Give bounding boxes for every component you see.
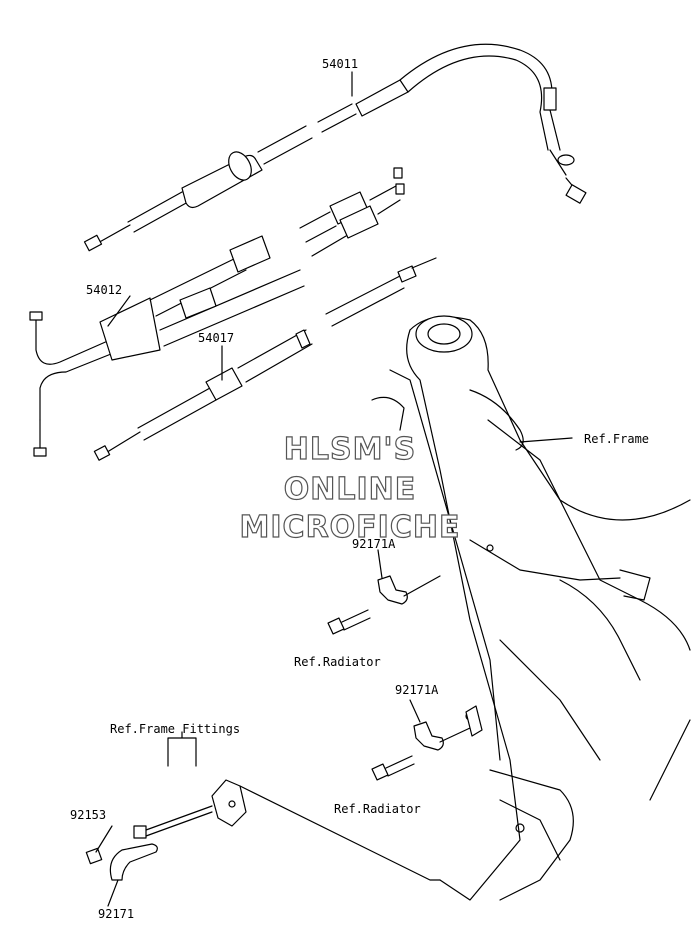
ref-radiator-label-upper: Ref.Radiator (294, 655, 381, 669)
clamp-92171a-lower (413, 705, 483, 751)
cable-54012 (29, 167, 405, 457)
part-number-54017: 54017 (198, 331, 234, 345)
part-number-54012: 54012 (86, 283, 122, 297)
leader-lines (95, 71, 573, 907)
bolt-upper (327, 609, 371, 635)
frame (371, 315, 691, 901)
bolt-lower (371, 755, 415, 781)
ref-frame-label: Ref.Frame (584, 432, 649, 446)
ref-frame-fittings-label: Ref.Frame Fittings (110, 722, 240, 736)
part-number-54011: 54011 (322, 57, 358, 71)
cable-54011 (83, 43, 587, 252)
watermark-line-2: ONLINE (283, 471, 417, 507)
watermark-line-1: HLSM'S (283, 431, 417, 467)
watermark-line-3: MICROFICHE (239, 509, 461, 545)
part-number-92171: 92171 (98, 907, 134, 921)
clamp-92171a-upper (377, 575, 441, 605)
ref-radiator-label-lower: Ref.Radiator (334, 802, 421, 816)
frame-fittings (85, 731, 441, 881)
part-number-92171a-lower: 92171A (395, 683, 439, 697)
cable-54017 (93, 257, 437, 461)
part-number-92153: 92153 (70, 808, 106, 822)
part-number-92171a-upper: 92171A (352, 537, 396, 551)
